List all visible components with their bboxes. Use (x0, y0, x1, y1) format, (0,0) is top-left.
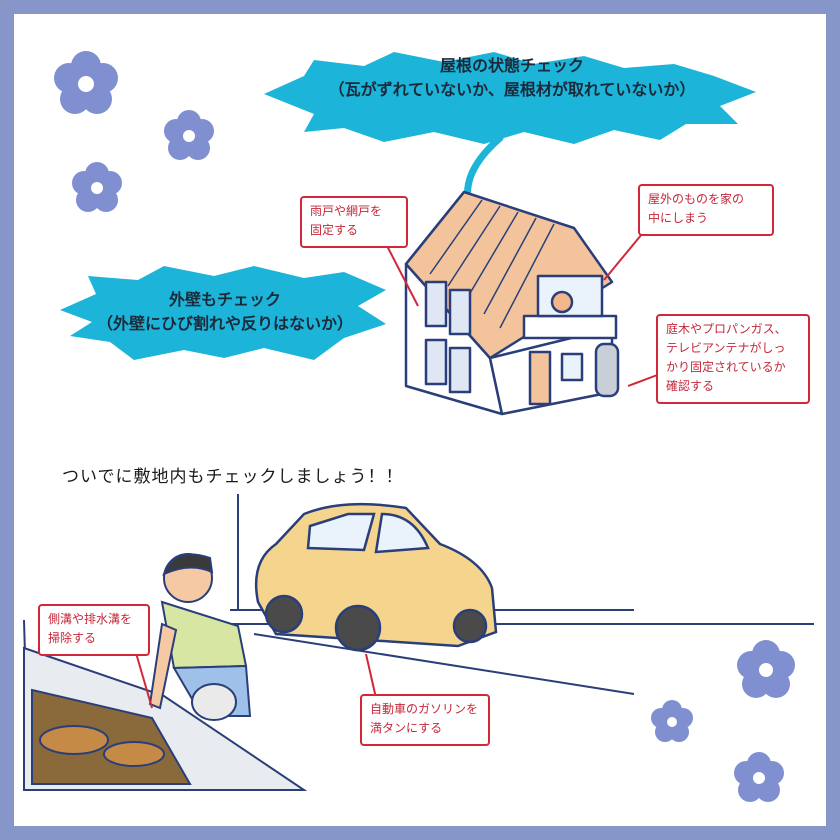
car-illustration (254, 502, 498, 652)
house-illustration (404, 190, 620, 416)
person-illustration (148, 553, 252, 721)
gutter-illustration (23, 646, 308, 791)
illustration-art (23, 51, 814, 802)
callout-car: 自動車のガソリンを 満タンにする (360, 694, 490, 746)
flower-icon (734, 752, 784, 802)
wall-burst-shape (60, 266, 386, 360)
roof-burst-shape (264, 52, 756, 144)
flower-icon (54, 51, 118, 114)
wall-burst-title: 外壁もチェック (168, 290, 281, 309)
callout-garden: 庭木やプロパンガス、 テレビアンテナがしっ かり固定されているか 確認する (656, 314, 810, 404)
callout-gutter: 側溝や排水溝を 掃除する (38, 604, 150, 656)
callout-outdoor-items: 屋外のものを家の 中にしまう (638, 184, 774, 236)
heading-text: ついでに敷地内もチェックしましょう！！ (62, 467, 404, 487)
roof-burst-subtitle: （瓦がずれていないか、屋根材が取れていないか） (328, 80, 696, 99)
wall-burst-subtitle: （外壁にひび割れや反りはないか） (96, 314, 353, 333)
flower-icon (651, 700, 693, 742)
flower-icon (737, 640, 795, 698)
illustration-frame: 屋根の状態チェック （瓦がずれていないか、屋根材が取れていないか） 外壁もチェッ… (14, 14, 826, 826)
roof-burst-title: 屋根の状態チェック (439, 56, 584, 75)
callout-pointers (133, 233, 661, 709)
wall-burst-label: 外壁もチェック （外壁にひび割れや反りはないか） (66, 288, 384, 336)
callout-shutters: 雨戸や網戸を 固定する (300, 196, 408, 248)
flower-icon (72, 162, 122, 212)
flower-icon (164, 110, 214, 160)
roof-burst-label: 屋根の状態チェック （瓦がずれていないか、屋根材が取れていないか） (282, 54, 742, 102)
